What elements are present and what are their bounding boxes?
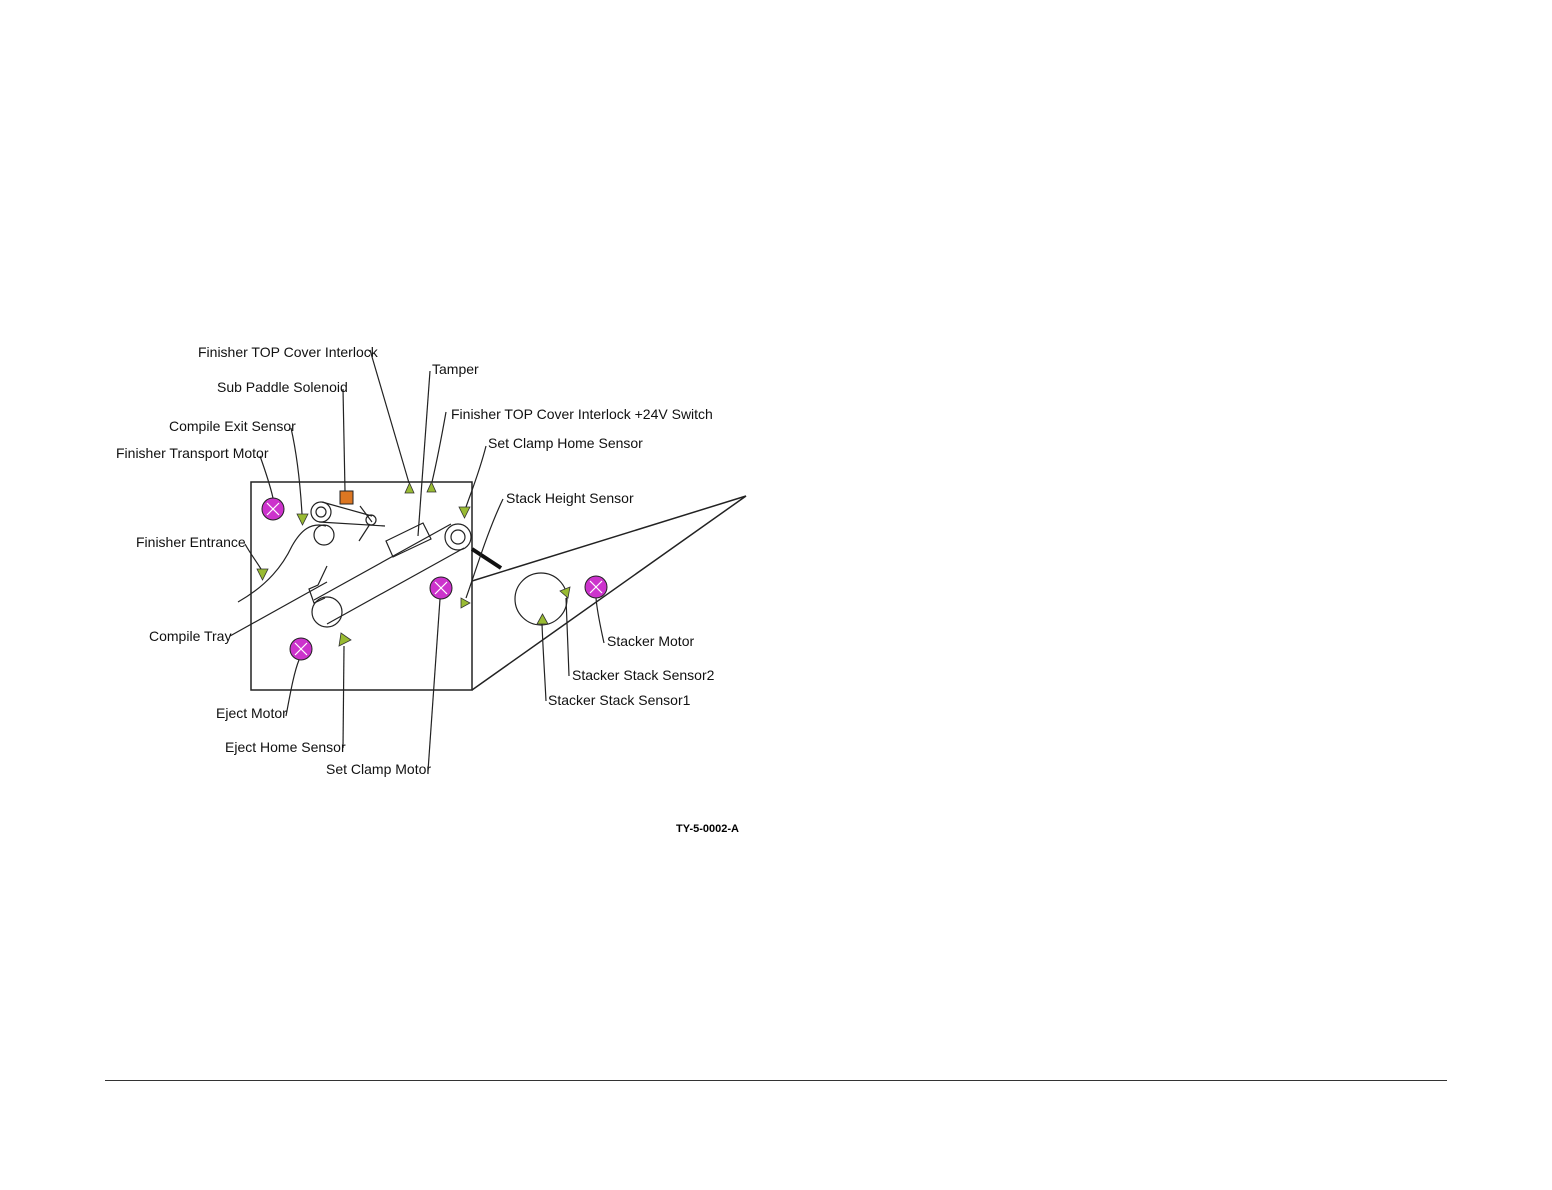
paddle-roller — [313, 524, 335, 546]
tamper-block — [385, 522, 432, 558]
label-set-clamp-home-sensor: Set Clamp Home Sensor — [488, 435, 643, 451]
motor-icon — [584, 575, 608, 599]
motor-icon — [429, 576, 453, 600]
label-transport-motor: Finisher Transport Motor — [116, 445, 269, 461]
motor-icon — [261, 497, 285, 521]
set-clamp-bar — [470, 547, 503, 570]
label-eject-motor: Eject Motor — [216, 705, 287, 721]
leader-lines — [229, 349, 605, 772]
sensor-icon — [559, 586, 571, 599]
sensor-icon — [536, 613, 549, 625]
stacker-tray-outline — [471, 495, 747, 691]
compile-tray-stopper — [308, 565, 328, 604]
finisher-frame — [250, 481, 473, 691]
label-stack-height-sensor: Stack Height Sensor — [506, 490, 634, 506]
label-stacker-stack-sensor1: Stacker Stack Sensor1 — [548, 692, 691, 708]
sensor-icon — [256, 568, 269, 581]
label-stacker-motor: Stacker Motor — [607, 633, 694, 649]
label-sub-paddle-solenoid: Sub Paddle Solenoid — [217, 379, 348, 395]
compile-tray-belt — [311, 523, 472, 628]
sub-paddle-arm — [310, 501, 386, 542]
sensor-icon — [338, 632, 352, 647]
label-compile-exit-sensor: Compile Exit Sensor — [169, 418, 296, 434]
motor-icon — [289, 637, 313, 661]
label-compile-tray: Compile Tray — [149, 628, 231, 644]
label-interlock-switch: Finisher TOP Cover Interlock +24V Switch — [451, 406, 713, 422]
stacker-roll — [514, 572, 568, 626]
paper-path — [237, 524, 327, 603]
footer-rule — [105, 1080, 1447, 1081]
label-set-clamp-motor: Set Clamp Motor — [326, 761, 431, 777]
sensor-icon — [404, 482, 415, 494]
sensor-icon — [296, 513, 309, 526]
figure-id: TY-5-0002-A — [676, 823, 739, 835]
label-eject-home-sensor: Eject Home Sensor — [225, 739, 346, 755]
label-top-cover-interlock: Finisher TOP Cover Interlock — [198, 344, 379, 360]
sensor-icon — [460, 597, 471, 609]
label-tamper: Tamper — [432, 361, 479, 377]
label-entrance: Finisher Entrance — [136, 534, 246, 550]
sensor-icon — [426, 481, 437, 493]
sensor-icon — [458, 506, 471, 519]
solenoid-icon — [339, 490, 354, 505]
label-stacker-stack-sensor2: Stacker Stack Sensor2 — [572, 667, 715, 683]
